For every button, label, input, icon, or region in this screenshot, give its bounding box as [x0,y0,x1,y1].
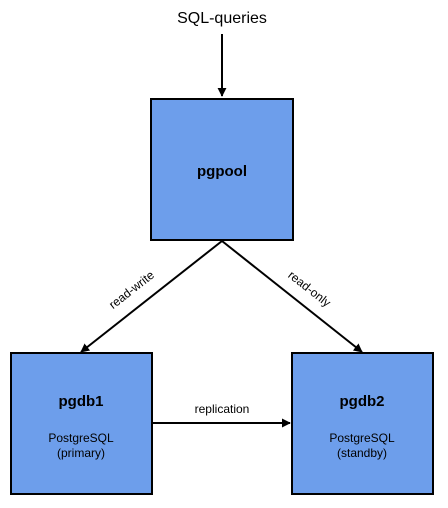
replication-label: replication [195,402,250,416]
pgdb1-subtitle: PostgreSQL [48,431,114,445]
pgdb1-title: pgdb1 [59,393,104,410]
read-only-arrow [221,240,363,353]
read-only-label: read-only [285,268,333,310]
pgdb2-box [291,352,434,495]
read-write-arrow [80,240,223,353]
pgdb2-title: pgdb2 [340,393,385,410]
pgpool-title: pgpool [197,163,247,180]
pgdb1-node: pgdb1 PostgreSQL (primary) [10,352,153,495]
pgdb2-node: pgdb2 PostgreSQL (standby) [291,352,434,495]
pgdb2-subtitle: PostgreSQL [329,431,395,445]
pgdb2-role: (standby) [337,446,387,460]
pgpool-node: pgpool [150,98,294,241]
pgdb1-box [10,352,153,495]
pgpool-box [150,98,294,241]
read-write-label: read-write [106,268,157,312]
input-label: SQL-queries [177,10,267,27]
pgdb1-role: (primary) [57,446,105,460]
